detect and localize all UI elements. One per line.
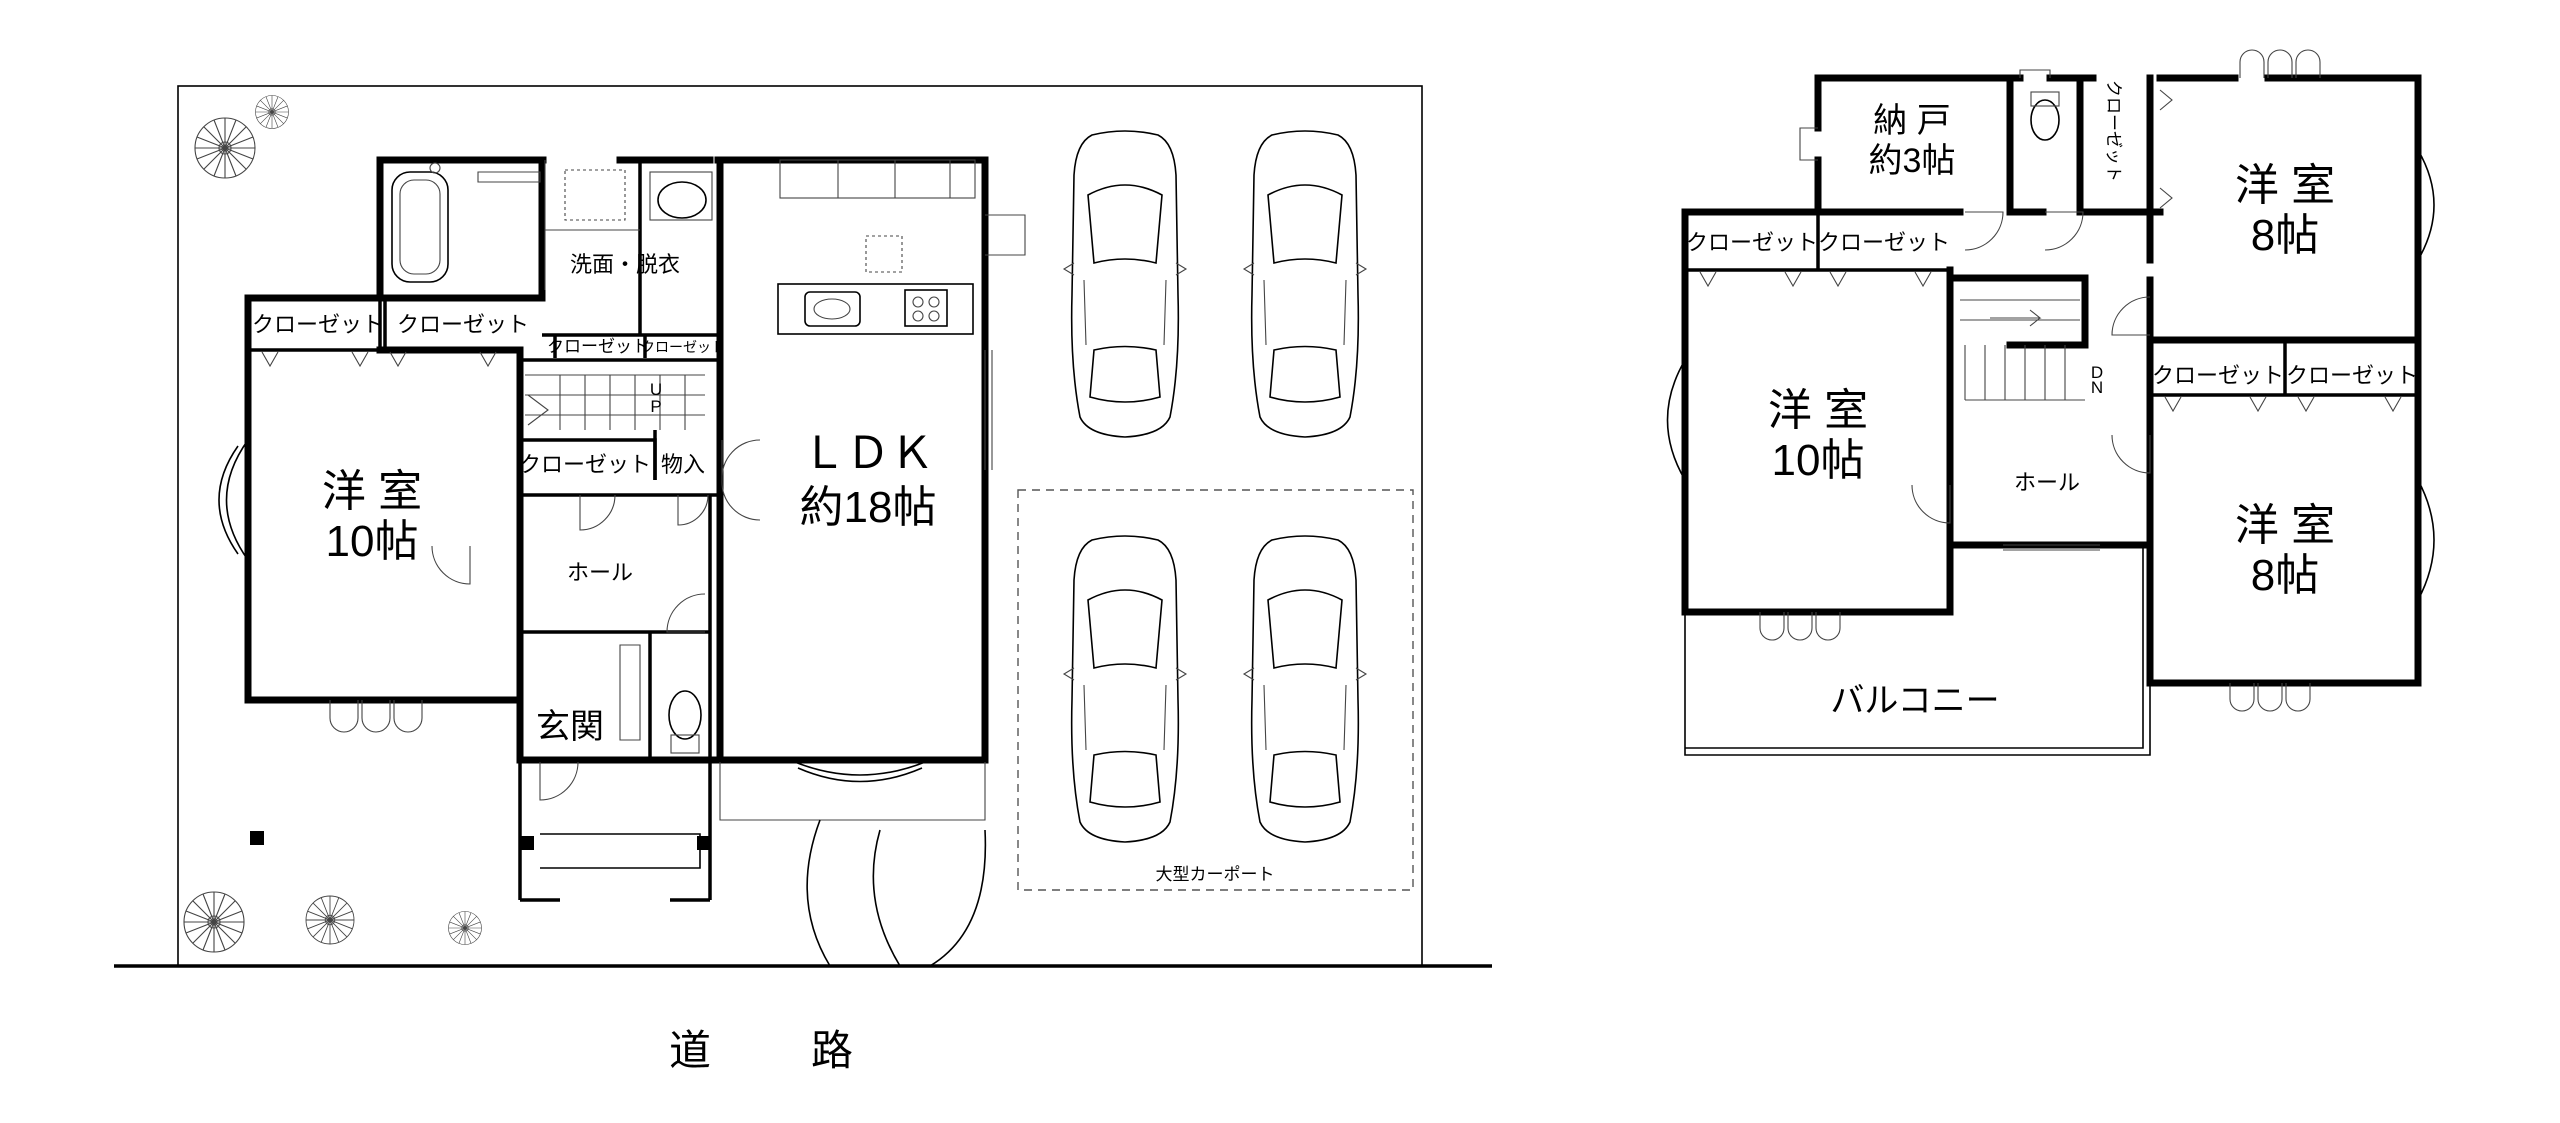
stove-icon [904,289,948,327]
shrub-icon [183,891,245,953]
floor2-stairs [1960,299,2085,401]
car-icon [1243,535,1367,843]
stairs-down-n: N [2091,378,2103,397]
room-label-western-c-size: 8帖 [2251,551,2319,600]
stairs-up-u: U [650,380,662,399]
closet-label: クローゼット [1818,230,1950,255]
shower-fixture [477,171,541,183]
sink-icon [804,291,861,327]
room-label-washroom: 洗面・脱衣 [570,252,680,277]
car-icon [1243,130,1367,438]
porch [518,762,712,902]
room-label-western-b-size: 10帖 [1772,436,1865,485]
toilet-icon [2030,99,2060,141]
windows [2229,683,2311,712]
kitchen-counter [777,283,974,335]
bay-window [2417,149,2435,261]
car-icon [1063,130,1187,438]
stairs-up-p: P [650,397,661,416]
room-label-hall: ホール [567,560,633,585]
bay-window [2417,479,2435,601]
room-label-ldk-size: 約18帖 [800,483,937,532]
closet-label: クローゼット [547,337,649,356]
washbasin [657,181,707,219]
room-label-storeroom-size: 約3帖 [1869,142,1956,180]
shrub-icon [255,95,289,129]
balcony-label: バルコニー [1830,682,1999,720]
room-label-entrance: 玄関 [536,708,604,746]
bay-window [1666,359,1686,481]
floor1-plan [114,85,1492,968]
carport-outline [1017,489,1414,891]
floor1-closet-strip [248,298,520,367]
door-swing [431,545,471,585]
road-label-2: 路 [811,1027,853,1074]
post-marker [250,831,264,845]
room-label-western-size: 10帖 [326,517,419,566]
room-label-western-a-size: 8帖 [2251,211,2319,260]
windows [1759,612,1841,641]
closet-label: クローゼット [397,312,529,337]
floor2-walls [1681,74,2422,687]
closet-label: クローゼット [252,312,384,337]
kitchen-upper-cabinet [779,159,976,199]
bay-window [789,759,931,783]
bathtub [391,171,449,283]
closet-label: クローゼット [1686,230,1818,255]
car-icon [1063,535,1187,843]
walkway [806,819,987,967]
room-label-storage: 物入 [661,452,705,477]
balcony-outline [1684,545,2151,756]
bay-window [218,439,249,561]
room-label-storeroom-name: 納 戸 [1873,102,1950,140]
room-label-hall: ホール [2014,470,2080,495]
road-label-1: 道 [669,1027,711,1074]
room-label-western-b-name: 洋 室 [1768,386,1868,435]
shrub-icon [448,911,482,945]
closet-label-vertical: クローゼット [2104,80,2123,182]
carport-label: 大型カーポート [1156,865,1275,884]
toilet-icon [668,690,702,740]
floor2-plan [1666,49,2435,756]
closet-label-small: クローゼット [641,339,725,355]
room-label-western-a-name: 洋 室 [2235,161,2335,210]
shrub-icon [305,895,355,945]
closet-label: クローゼット [519,452,651,477]
door-swing [539,761,579,801]
floor1-stairs [525,374,705,430]
windows [329,700,423,733]
room-label-western-c-name: 洋 室 [2235,501,2335,550]
stairs-down-d: D [2091,363,2103,382]
closet-label: クローゼット [2152,363,2284,388]
room-label-western-name: 洋 室 [322,467,422,516]
windows [2239,49,2321,78]
closet-label: クローゼット [2286,363,2418,388]
room-label-ldk-name: ＬＤＫ [802,429,934,478]
shrub-icon [194,117,256,179]
